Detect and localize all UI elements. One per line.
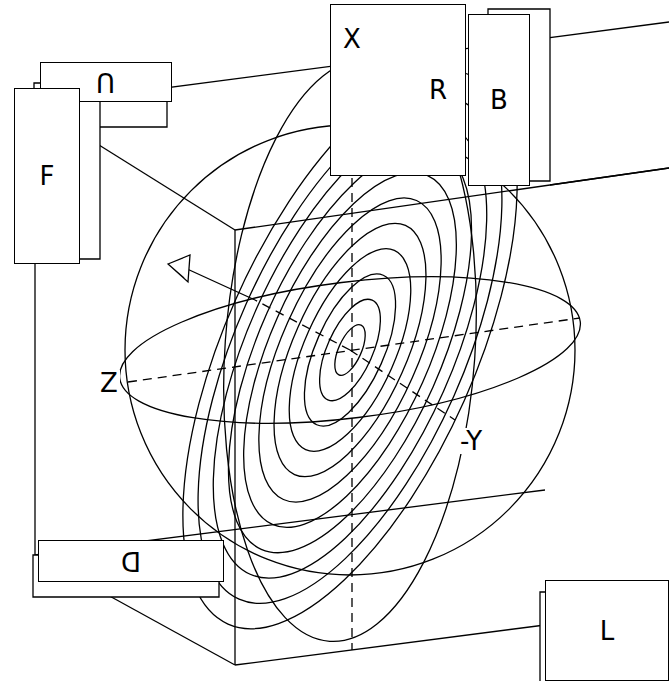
cube-edge — [234, 230, 235, 665]
sphere-outline — [125, 125, 575, 575]
axis-label: Z — [98, 370, 120, 396]
pointer-hidden — [255, 300, 350, 350]
axis-label: X — [341, 26, 363, 52]
z-axis — [128, 318, 580, 382]
face-letter: R — [429, 77, 447, 103]
face-letter: L — [600, 618, 615, 644]
plane-ring — [200, 143, 501, 557]
axis-label: -Y — [458, 428, 484, 454]
cube-edge — [550, 168, 669, 185]
cube-edge — [235, 168, 669, 230]
face-letter: D — [121, 548, 141, 574]
face-tab: B — [468, 14, 530, 186]
face-letter: B — [490, 87, 508, 113]
face-letter: U — [96, 69, 115, 95]
face-tab: L — [545, 580, 669, 681]
y-axis — [350, 350, 455, 420]
face-letter: F — [40, 163, 55, 189]
face-tab: F — [14, 88, 80, 264]
pointer-line — [185, 268, 255, 300]
plane-ring — [221, 173, 479, 527]
face-tab: D — [38, 540, 224, 582]
equator-ellipse — [111, 254, 588, 446]
pointer-cone — [168, 255, 190, 282]
cube-edge — [235, 625, 545, 665]
